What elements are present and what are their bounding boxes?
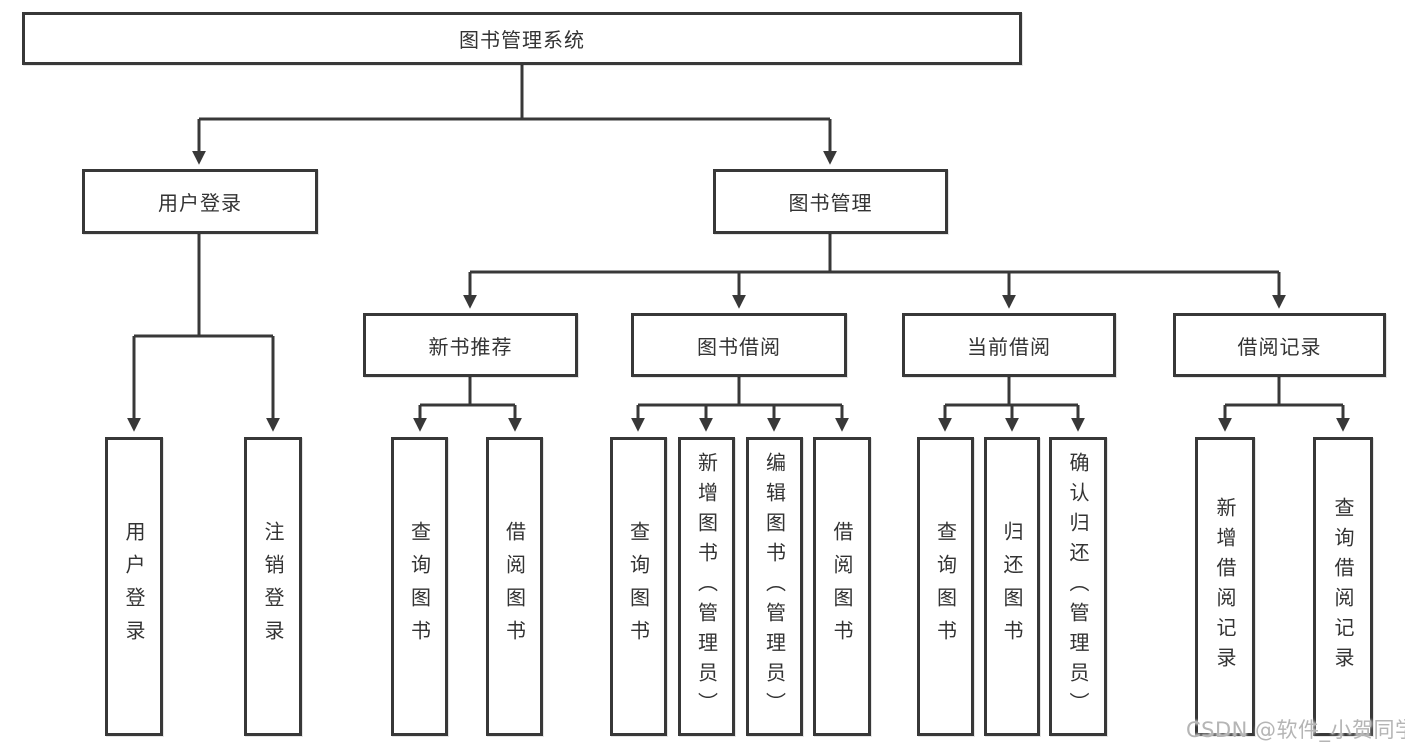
leaf-logout-login-label: 注销登录 (261, 520, 285, 653)
leaf-add-borrow-record: 新增借阅记录 (1195, 437, 1255, 736)
leaf-confirm-return-admin: 确认归还（管理员） (1049, 437, 1107, 736)
node-new-book-recommend: 新书推荐 (363, 313, 578, 377)
leaf-logout-login: 注销登录 (244, 437, 302, 736)
leaf-query-books-recommend: 查询图书 (391, 437, 448, 736)
leaf-borrow-books-label: 借阅图书 (830, 520, 854, 653)
leaf-add-book-admin: 新增图书（管理员） (678, 437, 735, 736)
leaf-query-borrow-record-label: 查询借阅记录 (1331, 496, 1355, 677)
node-book-management: 图书管理 (713, 169, 948, 234)
leaf-edit-book-admin-label: 编辑图书（管理员） (762, 451, 787, 722)
leaf-return-book: 归还图书 (984, 437, 1040, 736)
leaf-borrow-books: 借阅图书 (813, 437, 871, 736)
leaf-user-login: 用户登录 (105, 437, 163, 736)
leaf-borrow-books-recommend-label: 借阅图书 (502, 520, 527, 653)
leaf-user-login-label: 用户登录 (122, 520, 146, 653)
node-root: 图书管理系统 (22, 12, 1022, 65)
node-current-borrow-label: 当前借阅 (967, 334, 1051, 359)
leaf-add-borrow-record-label: 新增借阅记录 (1213, 496, 1237, 677)
node-user-login-label: 用户登录 (158, 191, 242, 215)
node-borrow-records-label: 借阅记录 (1237, 334, 1322, 359)
leaf-add-book-admin-label: 新增图书（管理员） (694, 451, 719, 722)
node-root-label: 图书管理系统 (459, 28, 585, 52)
node-new-book-recommend-label: 新书推荐 (428, 334, 513, 359)
node-borrow-records: 借阅记录 (1173, 313, 1386, 377)
node-current-borrow: 当前借阅 (902, 313, 1116, 377)
node-book-borrow-label: 图书借阅 (697, 334, 781, 359)
leaf-query-books-borrow-label: 查询图书 (626, 520, 651, 653)
leaf-confirm-return-admin-label: 确认归还（管理员） (1066, 451, 1090, 722)
leaf-borrow-books-recommend: 借阅图书 (486, 437, 543, 736)
leaf-query-books-current-label: 查询图书 (933, 520, 958, 653)
leaf-query-books-current: 查询图书 (917, 437, 974, 736)
leaf-edit-book-admin: 编辑图书（管理员） (746, 437, 803, 736)
leaf-query-borrow-record: 查询借阅记录 (1313, 437, 1373, 736)
node-book-borrow: 图书借阅 (631, 313, 847, 377)
csdn-watermark: CSDN @软件_小贺同学 (1186, 718, 1405, 742)
node-user-login: 用户登录 (82, 169, 318, 234)
leaf-return-book-label: 归还图书 (1000, 520, 1024, 653)
leaf-query-books-borrow: 查询图书 (610, 437, 667, 736)
leaf-query-books-recommend-label: 查询图书 (407, 520, 432, 653)
node-book-management-label: 图书管理 (788, 191, 873, 215)
